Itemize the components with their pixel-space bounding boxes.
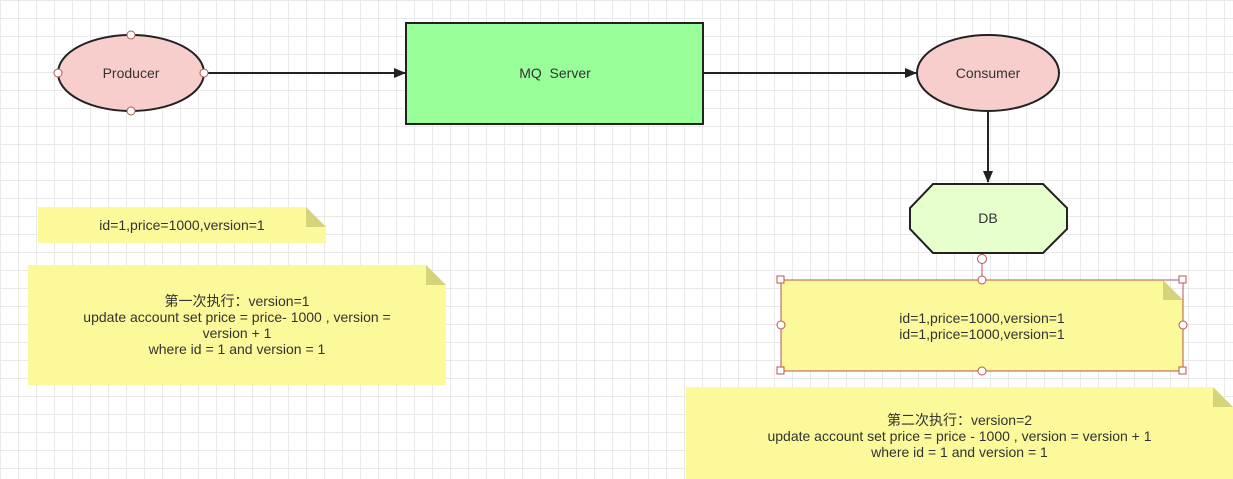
note-second-line2: update account set price = price - 1000 … <box>767 428 1152 444</box>
db-label: DB <box>978 210 997 226</box>
note-first-line4: where id = 1 and version = 1 <box>148 341 326 357</box>
consumer-node[interactable]: Consumer <box>916 34 1060 112</box>
mq-server-label: MQ Server <box>519 65 591 81</box>
note-second-line3: where id = 1 and version = 1 <box>871 444 1048 460</box>
connection-point[interactable] <box>126 30 136 40</box>
note-first-execution[interactable]: 第一次执行：version=1 update account set price… <box>28 265 446 385</box>
db-node[interactable]: DB <box>909 183 1068 254</box>
note-second-line1: 第二次执行：version=2 <box>886 412 1033 428</box>
note-initial-line1: id=1,price=1000,version=1 <box>99 217 265 233</box>
note-second-execution[interactable]: 第二次执行：version=2 update account set price… <box>686 387 1233 479</box>
note-first-line1: 第一次执行：version=1 <box>164 293 310 309</box>
connection-point[interactable] <box>53 68 63 78</box>
connection-point[interactable] <box>126 106 136 116</box>
connection-point[interactable] <box>199 68 209 78</box>
note-first-line2: update account set price = price- 1000 ,… <box>83 309 391 325</box>
consumer-label: Consumer <box>956 65 1021 81</box>
note-initial-record[interactable]: id=1,price=1000,version=1 <box>38 207 326 243</box>
note-db-records[interactable]: id=1,price=1000,version=1 id=1,price=100… <box>781 280 1183 371</box>
note-db-line1: id=1,price=1000,version=1 <box>899 309 1065 326</box>
producer-node[interactable]: Producer <box>53 30 209 116</box>
producer-label: Producer <box>103 65 160 81</box>
note-db-line2: id=1,price=1000,version=1 <box>899 325 1065 342</box>
note-first-line3: version + 1 <box>202 325 272 341</box>
mq-server-node[interactable]: MQ Server <box>405 22 704 125</box>
